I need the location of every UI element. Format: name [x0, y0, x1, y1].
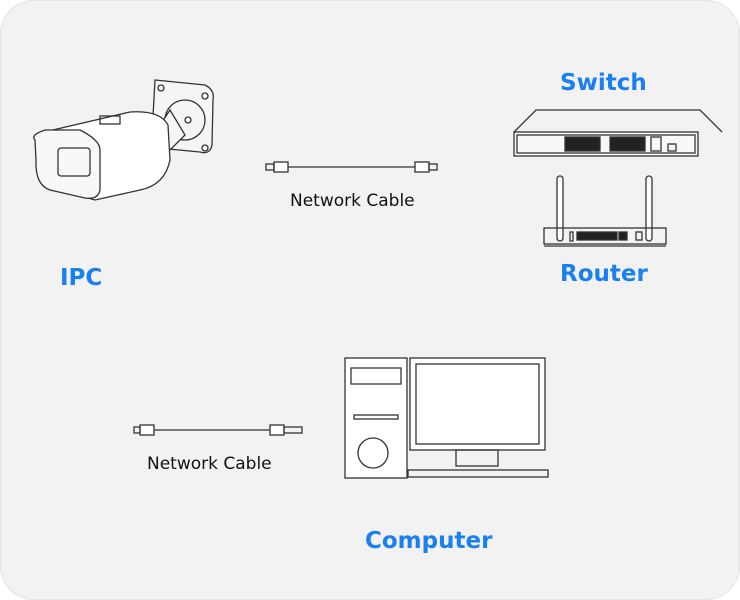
ipc-label: IPC: [60, 265, 103, 291]
network-cable-top-icon: [265, 161, 438, 173]
router-label: Router: [560, 261, 648, 287]
computer-icon: [344, 357, 549, 479]
switch-label: Switch: [560, 70, 647, 96]
cable-bottom-label: Network Cable: [147, 454, 272, 474]
switch-icon: [513, 109, 723, 157]
router-icon: [543, 175, 667, 247]
network-cable-bottom-icon: [133, 424, 303, 436]
cable-top-label: Network Cable: [290, 191, 415, 211]
ipc-camera-icon: [33, 79, 214, 201]
computer-label: Computer: [365, 528, 493, 554]
